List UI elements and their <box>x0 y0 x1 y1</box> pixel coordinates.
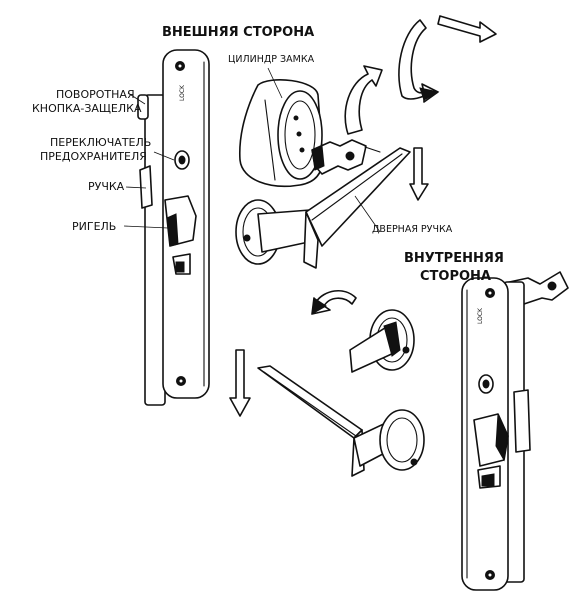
lock-cylinder <box>239 79 381 187</box>
svg-text:LOCK: LOCK <box>179 84 186 101</box>
lock-cylinder-label: ЦИЛИНДР ЗАМКА <box>228 54 315 65</box>
rotation-arrows <box>229 15 497 417</box>
mortise-lock-inner: LOCK <box>461 271 569 591</box>
inner-side-heading-1: ВНУТРЕННЯЯ <box>404 251 504 266</box>
key-icon <box>311 139 367 175</box>
outer-handle-assembly <box>235 147 411 269</box>
svg-text:LOCK: LOCK <box>477 307 484 324</box>
curved-arrow-icon <box>398 19 439 103</box>
handle-label: РУЧКА <box>88 180 125 193</box>
inner-lever <box>257 365 363 439</box>
thumb-latch-label-1: ПОВОРОТНАЯ <box>56 88 135 101</box>
rotate-up-arrow-icon <box>344 65 383 135</box>
right-arrow-icon <box>437 15 497 43</box>
thumb-latch-label-2: КНОПКА-ЗАЩЕЛКА <box>32 102 142 115</box>
safety-switch-label-2: ПРЕДОХРАНИТЕЛЯ <box>40 150 147 163</box>
outer-lever <box>305 147 411 247</box>
down-arrow-icon <box>409 147 429 201</box>
safety-switch-label-1: ПЕРЕКЛЮЧАТЕЛЬ <box>50 136 151 149</box>
thumb-turn <box>349 309 415 373</box>
inner-side-heading-2: СТОРОНА <box>420 269 491 284</box>
down-arrow-left-icon <box>229 349 251 417</box>
door-handle-label: ДВЕРНАЯ РУЧКА <box>372 224 453 235</box>
inner-handle-assembly <box>257 365 425 477</box>
mortise-lock-outer: LOCK <box>137 49 210 406</box>
outer-side-heading: ВНЕШНЯЯ СТОРОНА <box>162 25 314 40</box>
bolt-label: РИГЕЛЬ <box>72 220 116 233</box>
